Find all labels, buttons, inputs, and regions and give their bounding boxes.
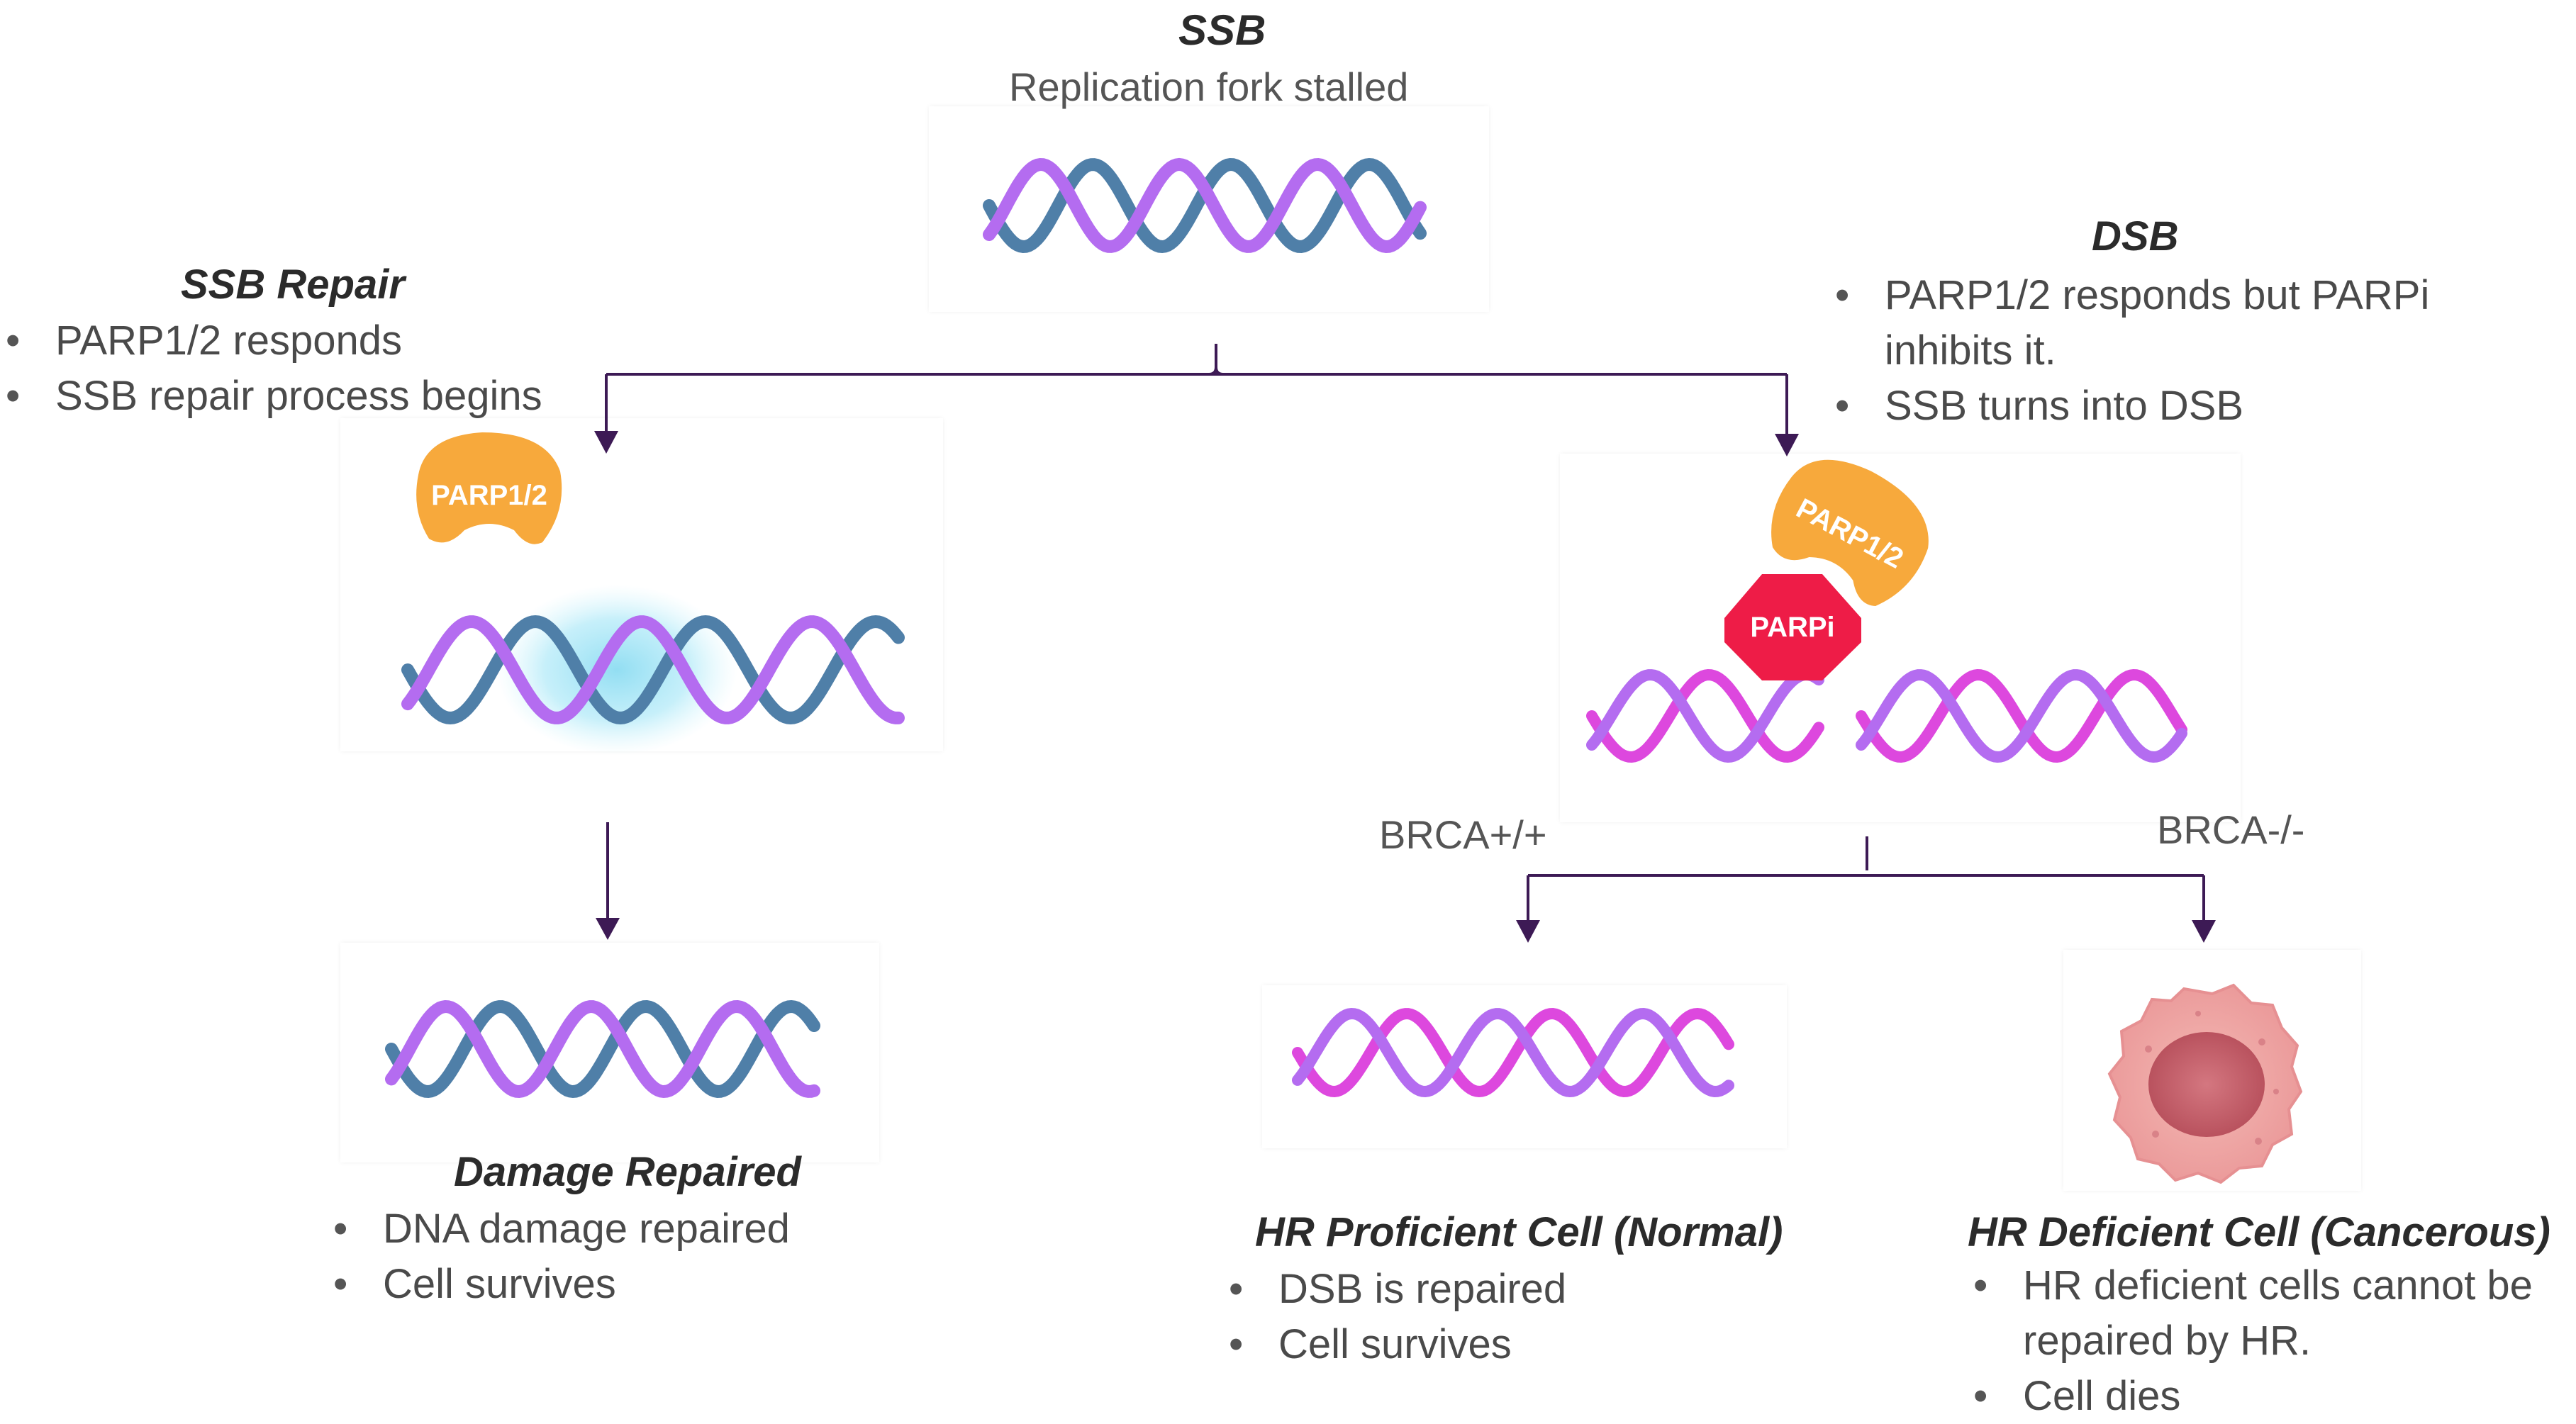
dsb-title: DSB: [2092, 213, 2179, 259]
hr-repaired-dna-helix-icon: [1292, 1007, 1734, 1098]
cancer-cell-icon: [2107, 983, 2303, 1184]
brca-positive-label: BRCA+/+: [1379, 812, 1547, 857]
list-item: DNA damage repaired: [328, 1201, 790, 1257]
ssb-repair-title: SSB Repair: [181, 262, 405, 308]
arrow-down-icon: [1516, 920, 1540, 943]
list-item: Cell survives: [1223, 1317, 1566, 1372]
top-dna-helix-icon: [983, 157, 1427, 254]
parpi-label: PARPi: [1750, 612, 1834, 643]
brca-branch-connector: [1527, 836, 2205, 921]
list-item: SSB turns into DSB: [1829, 379, 2429, 434]
broken-dna-right-helix-icon: [1856, 668, 2187, 763]
list-item: repaired by HR.: [2023, 1318, 2312, 1364]
list-item: DSB is repaired: [1223, 1262, 1566, 1317]
arrow-down-icon: [594, 431, 618, 454]
list-item: PARP1/2 responds: [0, 313, 542, 369]
arrow-down-icon: [596, 918, 620, 940]
repaired-dna-helix-icon: [385, 999, 820, 1099]
top-branch-connector: [605, 344, 1788, 436]
parp-enzyme-bound-icon: PARP1/2: [1771, 459, 1929, 606]
ssb-title: SSB: [1178, 6, 1266, 54]
hr-proficient-title: HR Proficient Cell (Normal): [1255, 1209, 1783, 1255]
parp-enzyme-icon: PARP1/2: [416, 432, 562, 544]
list-item: inhibits it.: [1885, 327, 2056, 374]
list-item: PARP1/2 responds but PARPi: [1829, 268, 2429, 323]
parp-left-label: PARP1/2: [431, 480, 547, 511]
ssb-subtitle: Replication fork stalled: [1009, 65, 1409, 109]
dsb-bullets: PARP1/2 responds but PARPi inhibits it. …: [1829, 268, 2429, 434]
parp-inhibitor-icon: PARPi: [1724, 574, 1861, 680]
damage-repaired-title: Damage Repaired: [454, 1149, 801, 1195]
brca-negative-label: BRCA-/-: [2157, 807, 2305, 852]
repair-glow: [496, 585, 737, 755]
arrow-down-icon: [1775, 434, 1799, 456]
hr-deficient-bullets: HR deficient cells cannot be repaired by…: [1968, 1258, 2533, 1424]
ssb-repair-dna-helix-icon: [401, 615, 905, 725]
damage-repaired-bullets: DNA damage repaired Cell survives: [328, 1201, 790, 1312]
hr-deficient-title: HR Deficient Cell (Cancerous): [1968, 1209, 2550, 1255]
arrow-down-icon: [2192, 920, 2216, 943]
ssb-repair-bullets: PARP1/2 responds SSB repair process begi…: [0, 313, 542, 424]
list-item: Cell survives: [328, 1257, 790, 1312]
broken-dna-left-helix-icon: [1586, 668, 1824, 763]
list-item: Cell dies: [1968, 1369, 2533, 1424]
hr-proficient-bullets: DSB is repaired Cell survives: [1223, 1262, 1566, 1372]
list-item: HR deficient cells cannot be: [1968, 1258, 2533, 1313]
list-item: SSB repair process begins: [0, 369, 542, 424]
